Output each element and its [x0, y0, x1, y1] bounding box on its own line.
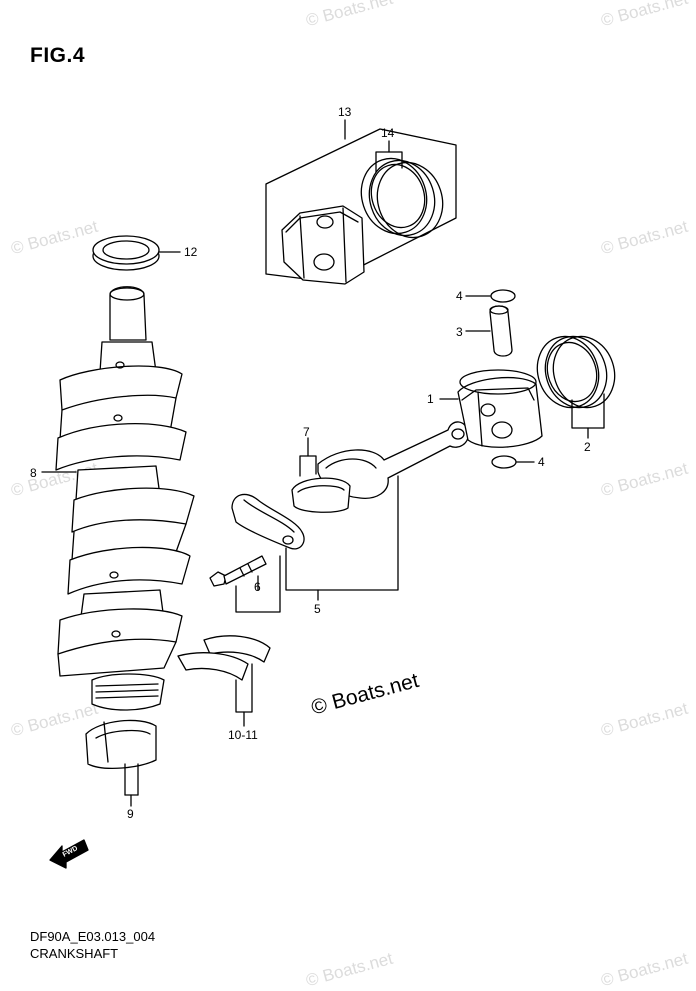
callout-5: 5 — [314, 602, 321, 616]
callout-7: 7 — [303, 425, 310, 439]
diagram-code: DF90A_E03.013_004 — [30, 929, 156, 944]
piston-pin — [465, 305, 513, 357]
piston-pin-circlip-lower — [491, 455, 535, 469]
thrust-washers — [177, 635, 271, 727]
boxed-piston-rings — [360, 140, 444, 239]
crankshaft — [41, 286, 195, 711]
connecting-rod-bolt — [209, 555, 267, 587]
callout-4-lower: 4 — [538, 455, 545, 469]
figure-title: FIG.4 — [30, 44, 86, 67]
callout-1: 1 — [427, 392, 434, 406]
forward-direction-arrow — [49, 839, 89, 869]
connecting-rod-bearing — [291, 437, 351, 513]
connecting-rod-cap — [231, 493, 305, 550]
piston — [439, 369, 543, 448]
piston-pin-circlip-upper — [465, 289, 516, 303]
callout-14: 14 — [381, 126, 395, 140]
piston-ring-set-box — [265, 119, 457, 283]
callout-8: 8 — [30, 466, 37, 480]
callout-13: 13 — [338, 105, 352, 119]
callout-3: 3 — [456, 325, 463, 339]
boxed-piston — [281, 205, 365, 285]
callout-12: 12 — [184, 245, 198, 259]
callout-2: 2 — [584, 440, 591, 454]
piston-rings — [536, 335, 616, 439]
crankshaft-oil-seal — [92, 235, 181, 271]
callout-9: 9 — [127, 807, 134, 821]
callout-leader-5-6 — [235, 475, 399, 613]
connecting-rod — [317, 421, 469, 499]
callout-6: 6 — [254, 580, 261, 594]
diagram-name: CRANKSHAFT — [30, 946, 119, 961]
crankshaft-main-bearing — [85, 719, 157, 807]
callout-10-11: 10-11 — [228, 728, 258, 742]
callout-4-upper: 4 — [456, 289, 463, 303]
